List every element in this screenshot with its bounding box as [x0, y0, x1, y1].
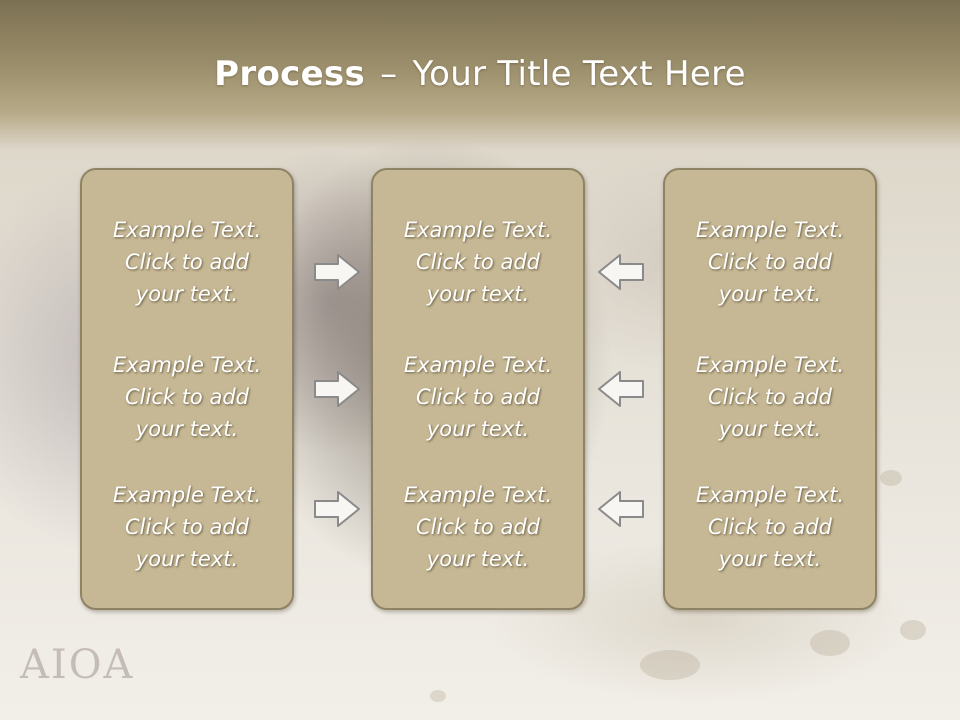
text-line: your text.: [718, 417, 822, 441]
text-line: Example Text.: [112, 218, 262, 242]
ink-blot: [810, 630, 850, 656]
ink-blot: [900, 620, 926, 640]
title-bar: [0, 0, 960, 150]
text-item[interactable]: Example Text. Click to add your text.: [665, 349, 875, 445]
text-line: Click to add: [707, 250, 832, 274]
text-box-right[interactable]: Example Text. Click to add your text. Ex…: [663, 168, 877, 610]
text-line: Click to add: [124, 515, 249, 539]
text-line: your text.: [135, 547, 239, 571]
ink-blot: [430, 690, 446, 702]
text-item[interactable]: Example Text. Click to add your text.: [82, 214, 292, 310]
text-line: your text.: [426, 417, 530, 441]
arrow-left-icon: [598, 254, 644, 290]
title-separator: –: [380, 54, 398, 94]
text-line: Example Text.: [695, 483, 845, 507]
text-line: Click to add: [415, 385, 540, 409]
background-logo: AIOA: [20, 642, 135, 688]
text-line: Example Text.: [403, 483, 553, 507]
text-item[interactable]: Example Text. Click to add your text.: [665, 479, 875, 575]
text-line: Example Text.: [112, 483, 262, 507]
text-box-center[interactable]: Example Text. Click to add your text. Ex…: [371, 168, 585, 610]
text-box-left[interactable]: Example Text. Click to add your text. Ex…: [80, 168, 294, 610]
text-item[interactable]: Example Text. Click to add your text.: [373, 214, 583, 310]
text-line: your text.: [718, 547, 822, 571]
text-line: Example Text.: [695, 353, 845, 377]
text-item[interactable]: Example Text. Click to add your text.: [82, 349, 292, 445]
text-line: your text.: [426, 282, 530, 306]
arrow-left-icon: [598, 371, 644, 407]
text-line: Click to add: [707, 385, 832, 409]
text-line: Example Text.: [403, 353, 553, 377]
text-line: Click to add: [415, 250, 540, 274]
arrow-right-icon: [314, 254, 360, 290]
text-line: your text.: [135, 282, 239, 306]
text-line: your text.: [135, 417, 239, 441]
title-text: Your Title Text Here: [412, 54, 746, 94]
text-item[interactable]: Example Text. Click to add your text.: [373, 479, 583, 575]
text-item[interactable]: Example Text. Click to add your text.: [373, 349, 583, 445]
text-line: Click to add: [124, 250, 249, 274]
arrow-right-icon: [314, 491, 360, 527]
text-line: Click to add: [707, 515, 832, 539]
text-line: Example Text.: [403, 218, 553, 242]
text-line: Example Text.: [695, 218, 845, 242]
ink-blot: [640, 650, 700, 680]
title-bold: Process: [214, 54, 366, 94]
text-line: Example Text.: [112, 353, 262, 377]
text-line: Click to add: [415, 515, 540, 539]
text-line: your text.: [426, 547, 530, 571]
arrow-right-icon: [314, 371, 360, 407]
text-item[interactable]: Example Text. Click to add your text.: [82, 479, 292, 575]
text-line: Click to add: [124, 385, 249, 409]
ink-blot: [880, 470, 902, 486]
arrow-left-icon: [598, 491, 644, 527]
text-item[interactable]: Example Text. Click to add your text.: [665, 214, 875, 310]
slide-title[interactable]: Process – Your Title Text Here: [0, 54, 960, 94]
text-line: your text.: [718, 282, 822, 306]
